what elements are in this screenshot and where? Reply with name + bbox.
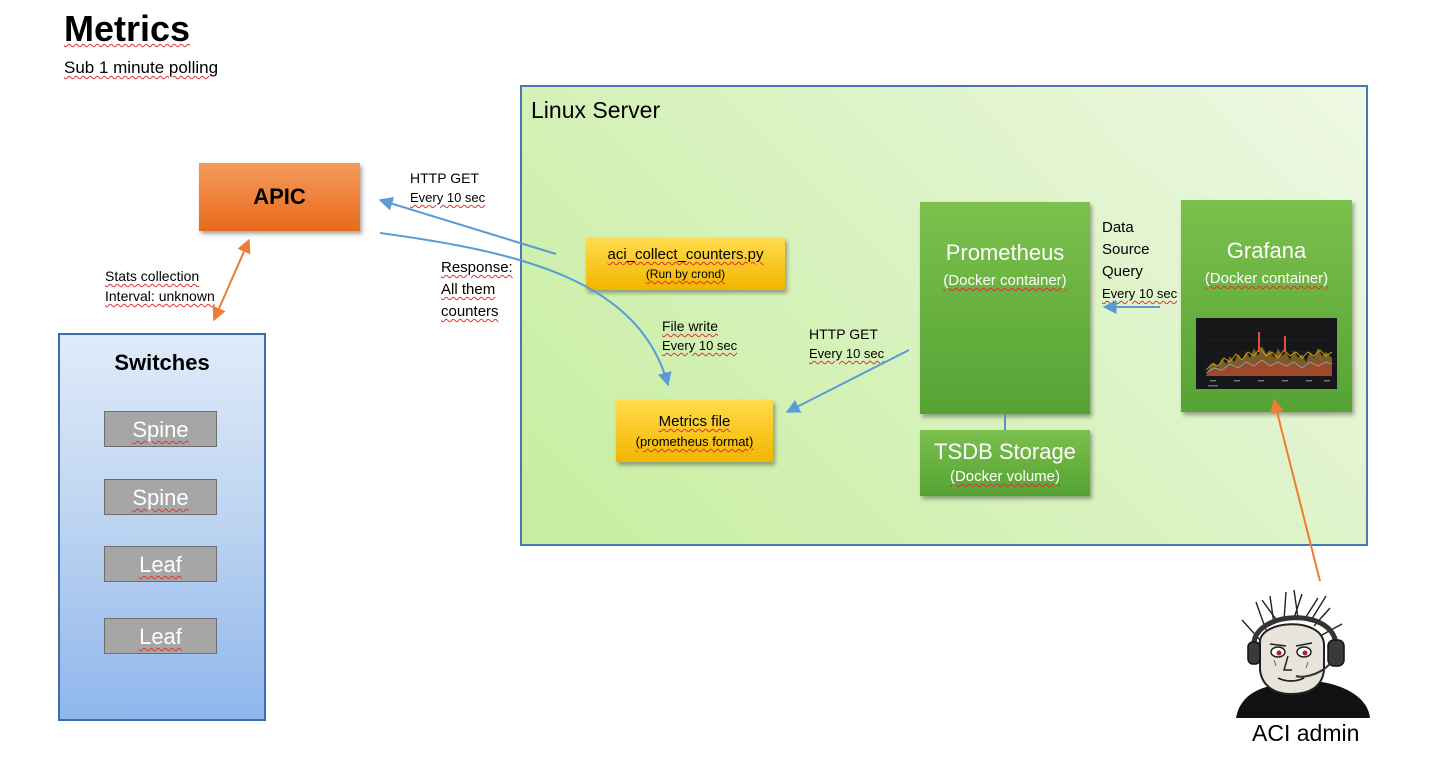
prometheus-node: Prometheus (Docker container) — [920, 202, 1090, 414]
response-label: Response: All them counters — [441, 259, 513, 320]
switch-leaf-2: Leaf — [104, 618, 217, 654]
switch-spine-1: Spine — [104, 411, 217, 447]
metrics-file-format: (prometheus format) — [635, 434, 754, 449]
switch-spine-2: Spine — [104, 479, 217, 515]
page-subtitle: Sub 1 minute polling — [64, 58, 219, 77]
tsdb-name: TSDB Storage — [934, 439, 1076, 464]
datasource-query-label: Data Source Query Every 10 sec — [1102, 219, 1178, 301]
aci-admin-label: ACI admin — [1252, 720, 1360, 746]
collector-note: (Run by crond) — [645, 267, 726, 281]
tsdb-storage-node: TSDB Storage (Docker volume) — [920, 430, 1090, 496]
grafana-name: Grafana — [1226, 238, 1307, 263]
switch-leaf-1: Leaf — [104, 546, 217, 582]
file-write-label: File write Every 10 sec — [662, 318, 738, 353]
prometheus-tsdb-connector — [1004, 414, 1006, 430]
page-title: Metrics — [64, 8, 191, 49]
arrow-collector-to-apic — [378, 197, 557, 255]
arrow-admin-to-grafana — [1270, 398, 1321, 582]
metrics-file-node: Metrics file (prometheus format) — [616, 400, 773, 462]
arrow-apic-switches — [212, 238, 251, 322]
apic-label: APIC — [253, 184, 306, 209]
collector-script-node: aci_collect_counters.py (Run by crond) — [586, 238, 785, 290]
http-get-scrape-label: HTTP GET Every 10 sec — [809, 326, 885, 361]
metrics-file-name: Metrics file — [658, 413, 731, 430]
collector-name: aci_collect_counters.py — [607, 246, 764, 263]
prometheus-note: (Docker container) — [943, 272, 1067, 289]
switches-panel — [58, 333, 266, 721]
switches-title: Switches — [114, 350, 210, 375]
stats-collection-label: Stats collection Interval: unknown — [105, 268, 215, 304]
grafana-dashboard-thumbnail — [1196, 318, 1337, 389]
arrow-prometheus-to-metrics-file — [785, 349, 910, 413]
apic-node: APIC — [199, 163, 360, 231]
http-get-apic-label: HTTP GET Every 10 sec — [410, 170, 486, 205]
linux-server-label: Linux Server — [531, 97, 661, 123]
tsdb-note: (Docker volume) — [949, 468, 1061, 485]
prometheus-name: Prometheus — [945, 240, 1065, 265]
grafana-note: (Docker container) — [1204, 270, 1329, 287]
aci-admin-avatar — [1226, 589, 1370, 718]
arrow-apic-response-to-metrics-file — [379, 232, 672, 387]
